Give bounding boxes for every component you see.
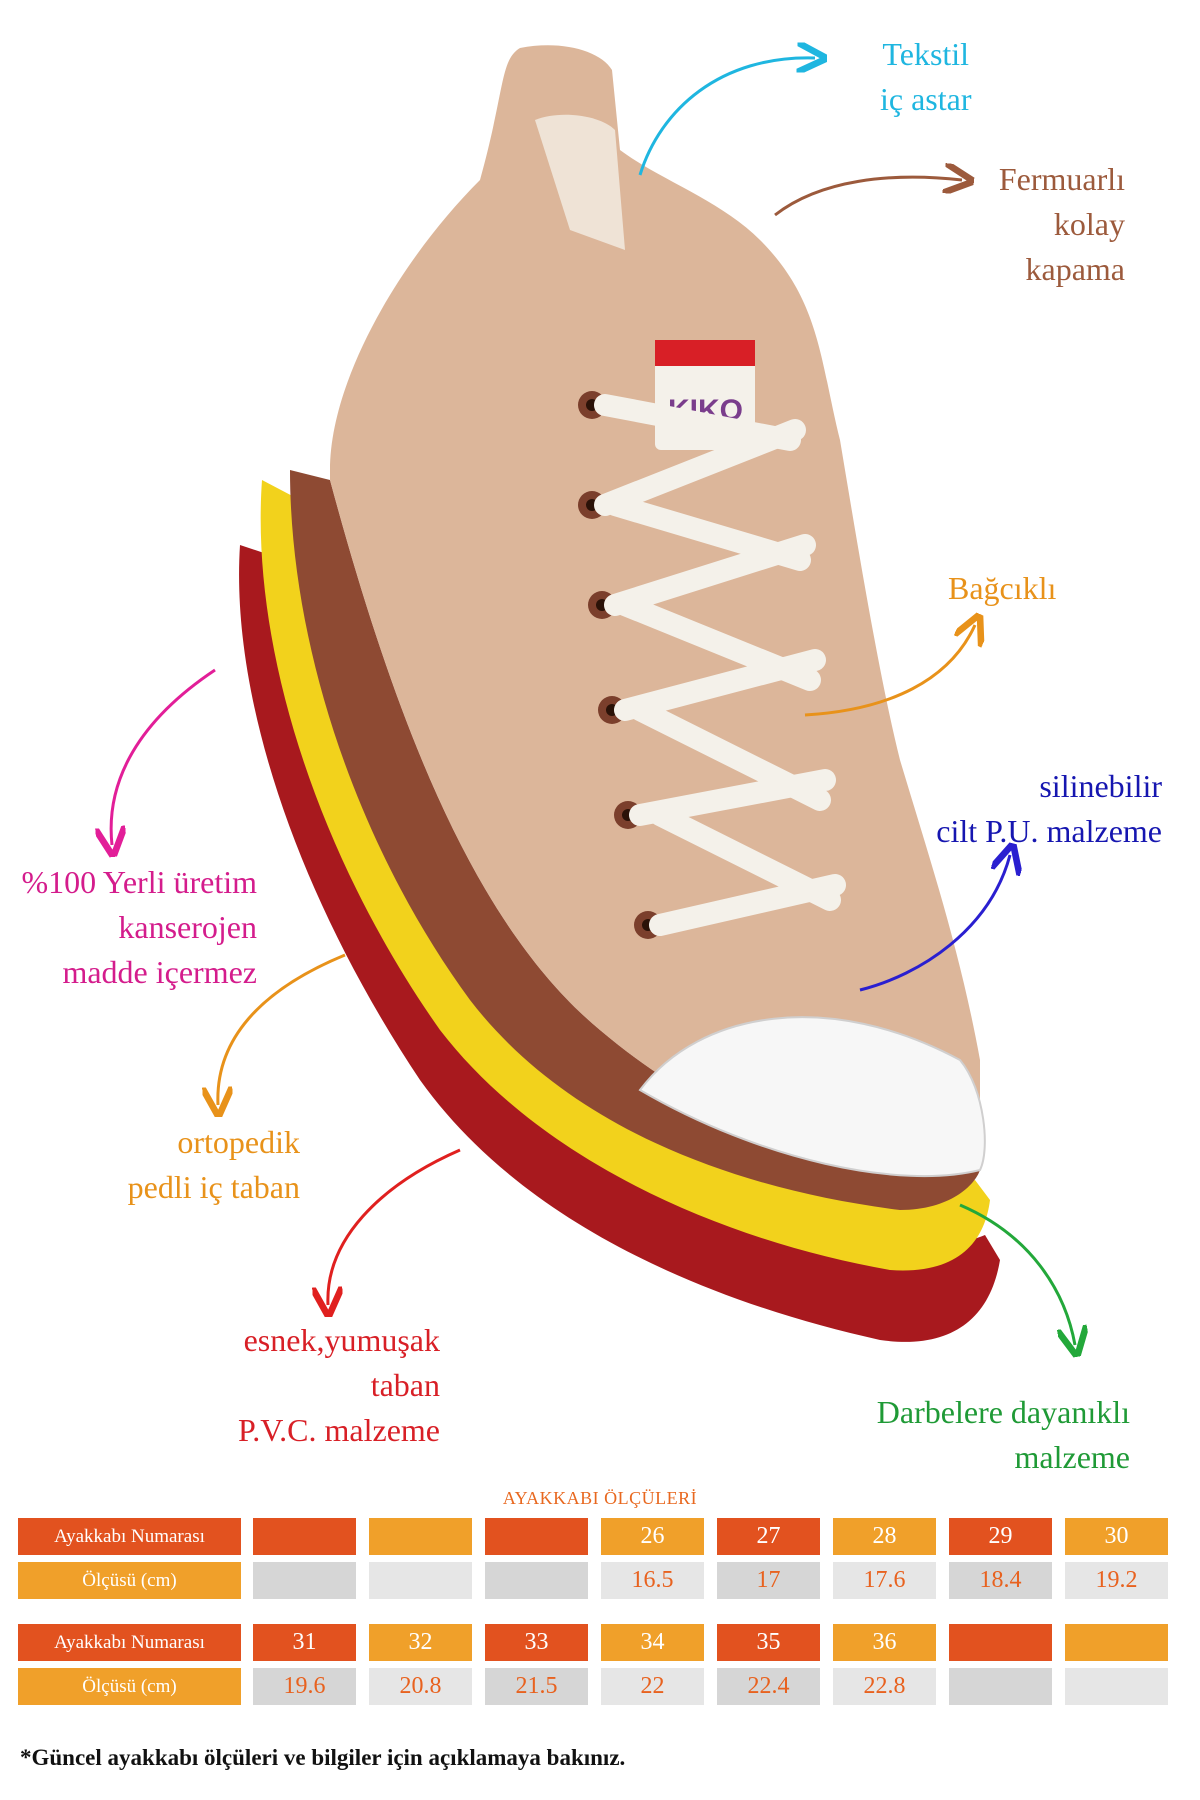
arrow-sole <box>328 1148 461 1305</box>
row-header-number: Ayakkabı Numarası <box>18 1624 241 1661</box>
measure-cell: 19.2 <box>1065 1562 1168 1599</box>
collar-lining <box>535 114 625 250</box>
arrow-insole <box>218 953 346 1105</box>
measure-cell: 16.5 <box>601 1562 704 1599</box>
arrow-lining <box>638 58 815 176</box>
row-header-number: Ayakkabı Numarası <box>18 1518 241 1555</box>
shoe-illustration: KIKO <box>0 0 1200 1480</box>
size-cell: 32 <box>369 1624 472 1661</box>
measure-cell: 22.8 <box>833 1668 936 1705</box>
arrow-zipper <box>774 177 962 217</box>
welt <box>290 470 980 1210</box>
label-material: silinebilir cilt P.U. malzeme <box>936 768 1162 849</box>
size-cell: 31 <box>253 1624 356 1661</box>
measure-cell <box>253 1562 356 1599</box>
label-zipper: Fermuarlı kolay kapama <box>998 161 1125 287</box>
measure-cell: 22 <box>601 1668 704 1705</box>
size-cell: 27 <box>717 1518 820 1555</box>
size-cell: 26 <box>601 1518 704 1555</box>
label-insole: ortopedik pedli iç taban <box>127 1124 300 1205</box>
size-cell: 34 <box>601 1624 704 1661</box>
measure-cell: 18.4 <box>949 1562 1052 1599</box>
measure-cell: 17 <box>717 1562 820 1599</box>
size-cell: 29 <box>949 1518 1052 1555</box>
label-sole: esnek,yumuşak taban P.V.C. malzeme <box>237 1322 440 1448</box>
size-cell <box>949 1624 1052 1661</box>
size-cell <box>1065 1624 1168 1661</box>
label-impact: Darbelere dayanıklı malzeme <box>876 1394 1130 1475</box>
toe-cap <box>638 1016 986 1178</box>
measure-cell: 22.4 <box>717 1668 820 1705</box>
size-cell <box>253 1518 356 1555</box>
label-laces: Bağcıklı <box>948 570 1057 606</box>
size-cell: 28 <box>833 1518 936 1555</box>
footnote: *Güncel ayakkabı ölçüleri ve bilgiler iç… <box>20 1745 626 1770</box>
size-cell: 30 <box>1065 1518 1168 1555</box>
label-lining: Tekstil iç astar <box>880 36 972 117</box>
measure-cell <box>1065 1668 1168 1705</box>
size-cell: 33 <box>485 1624 588 1661</box>
arrow-impact <box>959 1203 1075 1345</box>
size-cell: 36 <box>833 1624 936 1661</box>
size-cell: 35 <box>717 1624 820 1661</box>
measure-cell: 19.6 <box>253 1668 356 1705</box>
size-cell <box>485 1518 588 1555</box>
arrow-laces <box>804 625 975 717</box>
label-local: %100 Yerli üretim kanserojen madde içerm… <box>21 864 257 990</box>
row-header-measure: Ölçüsü (cm) <box>18 1668 241 1705</box>
measure-cell <box>949 1668 1052 1705</box>
measure-cell <box>369 1562 472 1599</box>
measure-cell: 17.6 <box>833 1562 936 1599</box>
row-header-measure: Ölçüsü (cm) <box>18 1562 241 1599</box>
measure-cell <box>485 1562 588 1599</box>
arrow-local <box>111 668 216 845</box>
arrow-material <box>859 855 1010 992</box>
size-cell <box>369 1518 472 1555</box>
size-table-title: AYAKKABI ÖLÇÜLERİ <box>502 1488 698 1508</box>
laces <box>594 394 846 936</box>
measure-cell: 21.5 <box>485 1668 588 1705</box>
measure-cell: 20.8 <box>369 1668 472 1705</box>
